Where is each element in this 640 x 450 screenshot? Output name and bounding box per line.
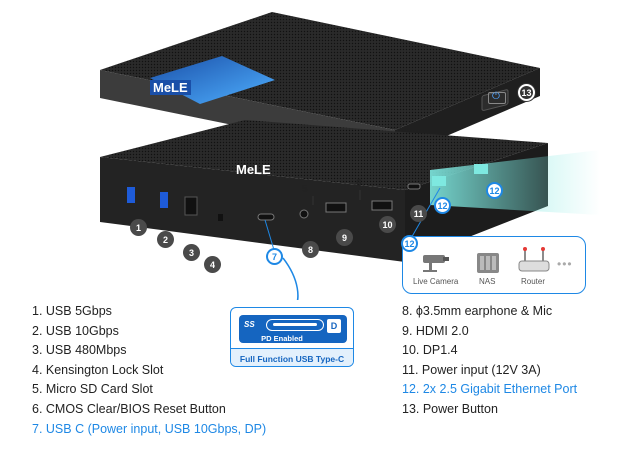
usb-c-caption: Full Function USB Type-C [231, 348, 353, 366]
network-item-nas: NAS [479, 277, 496, 286]
port-power [407, 183, 421, 190]
spec-item-1: 1. USB 5Gbps [32, 304, 112, 318]
port-ethernet-2 [474, 164, 488, 174]
network-item-router: Router [521, 277, 546, 286]
badge-12-b: 12 [486, 182, 503, 199]
device-illustration: MeLE MeLE ⏻ 13 1 2 3 4 5 6 7 8 9 10 11 1… [100, 12, 600, 308]
mini-pc-drawing [100, 12, 600, 308]
spec-list-right: 8. ϕ3.5mm earphone & Mic 9. HDMI 2.0 10.… [402, 302, 577, 420]
network-item-camera: Live Camera [413, 277, 459, 286]
network-box-badge: 12 [401, 235, 418, 252]
port-ethernet-1 [432, 176, 446, 186]
more-dots-icon: ••• [557, 257, 573, 271]
spec-item-4: 4. Kensington Lock Slot [32, 362, 164, 377]
ethernet-glow [430, 150, 600, 215]
spec-item-11: 11. Power input (12V 3A) [402, 362, 541, 377]
spec-item-7: 7. USB C (Power input, USB 10Gbps, DP) [32, 421, 267, 436]
usb-c-port-icon [266, 319, 324, 331]
spec-item-5: 5. Micro SD Card Slot [32, 382, 153, 397]
usb-c-banner: SS D PD Enabled [239, 315, 347, 343]
spec-item-3: 3. USB 480Mbps [32, 343, 127, 358]
port-audio [299, 209, 309, 219]
usb-c-callout: SS D PD Enabled Full Function USB Type-C [230, 307, 354, 367]
badge-1: 1 [130, 219, 147, 236]
port-dp [371, 200, 393, 211]
superspeed-logo-icon: SS [244, 320, 255, 329]
spec-item-10: 10. DP1.4 [402, 343, 458, 358]
nas-icon [477, 253, 499, 273]
badge-13: 13 [518, 84, 535, 101]
spec-item-13: 13. Power Button [402, 401, 498, 416]
port-usb-10g [160, 192, 168, 208]
badge-12-a: 12 [434, 197, 451, 214]
badge-10: 10 [379, 216, 396, 233]
port-hdmi [325, 202, 347, 213]
logo-top: MeLE [150, 80, 191, 95]
badge-7: 7 [266, 248, 283, 265]
spec-item-9: 9. HDMI 2.0 [402, 323, 469, 338]
badge-2: 2 [157, 231, 174, 248]
port-usb-c [257, 213, 275, 221]
badge-3: 3 [183, 244, 200, 261]
spec-item-8: 8. ϕ3.5mm earphone & Mic [402, 304, 553, 318]
power-button: ⏻ [488, 91, 506, 104]
badge-8: 8 [302, 241, 319, 258]
network-devices-box: 12 Live Camera NAS Router ••• [401, 235, 586, 294]
badge-6: 6 [356, 178, 362, 189]
spec-item-2: 2. USB 10Gbps [32, 323, 119, 338]
pd-enabled-label: PD Enabled [261, 334, 303, 343]
logo-front: MeLE [236, 162, 271, 177]
router-icon [518, 247, 550, 272]
badge-11: 11 [410, 205, 427, 222]
displayport-logo-icon: D [327, 319, 341, 333]
bottom-unit-front [100, 157, 405, 262]
port-usb-5g [127, 187, 135, 203]
power-icon: ⏻ [492, 91, 500, 102]
spec-item-6: 6. CMOS Clear/BIOS Reset Button [32, 401, 226, 416]
badge-5: 5 [302, 184, 308, 195]
badge-9: 9 [336, 229, 353, 246]
spec-list-left: 1. USB 5Gbps 2. USB 10Gbps 3. USB 480Mbp… [32, 302, 266, 439]
badge-4: 4 [204, 256, 221, 273]
spec-item-12: 12. 2x 2.5 Gigabit Ethernet Port [402, 382, 578, 397]
port-usb-480 [184, 196, 198, 216]
camera-icon [423, 255, 449, 272]
top-unit-lid [100, 12, 540, 130]
port-kensington [218, 214, 223, 221]
